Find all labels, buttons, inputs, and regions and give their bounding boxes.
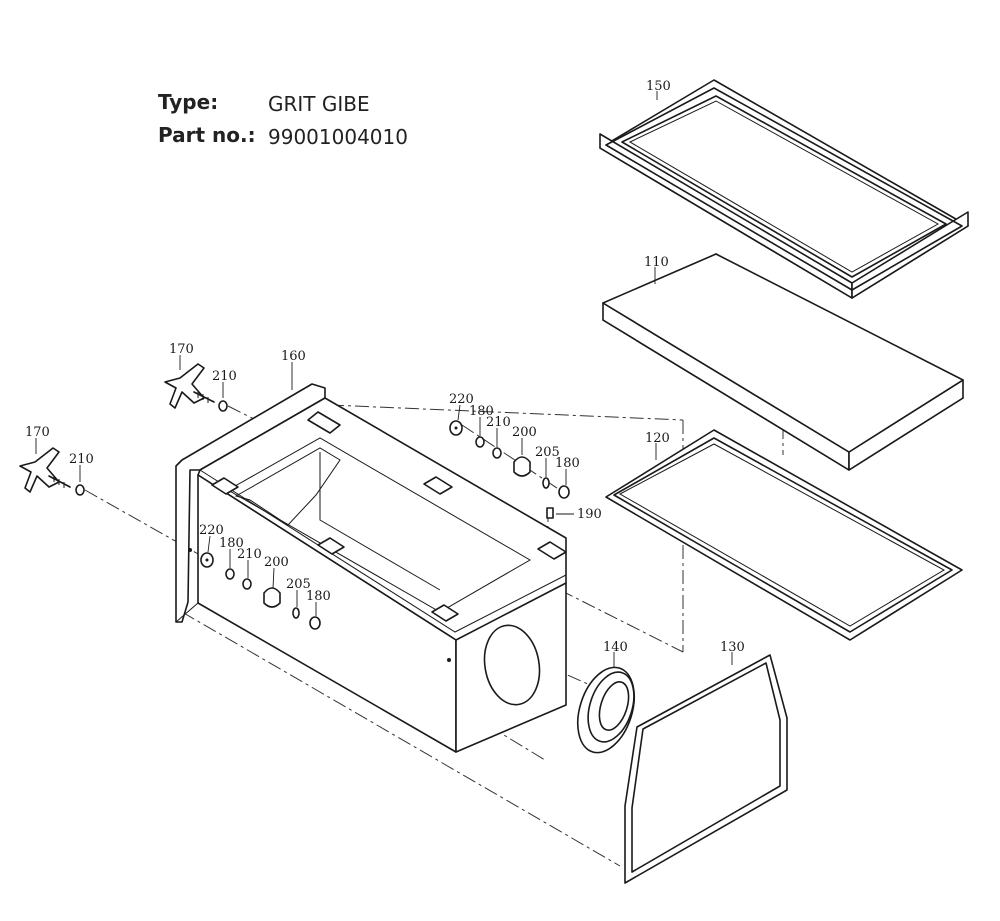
part-140-grommet-ring [576, 666, 636, 754]
callout-210-left: 210 [237, 547, 262, 562]
callout-180-left-a: 180 [219, 536, 244, 551]
part-150-filter-frame [599, 79, 969, 299]
part-110-filter-pad [602, 253, 964, 471]
callout-200-right: 200 [512, 425, 537, 440]
callout-180-left-b: 180 [306, 589, 331, 604]
callout-220-left: 220 [199, 523, 224, 538]
callout-140: 140 [603, 640, 628, 655]
hardware-parts [75, 400, 570, 630]
callout-170-upper: 170 [169, 342, 194, 357]
callout-180-right-a: 180 [469, 404, 494, 419]
part-120-gasket-frame [605, 429, 963, 641]
part-130-seal-gasket [624, 654, 788, 884]
callout-210-lower: 210 [69, 452, 94, 467]
callout-150: 150 [646, 79, 671, 94]
callout-160: 160 [281, 349, 306, 364]
callout-110: 110 [644, 255, 669, 270]
part-number-value: 99001004010 [268, 125, 408, 149]
callout-220-right: 220 [449, 392, 474, 407]
part-number-label: Part no.: [158, 123, 256, 147]
callout-120: 120 [645, 431, 670, 446]
callout-labels: 150 110 120 130 140 160 170 170 210 210 … [25, 79, 745, 655]
callout-205-left: 205 [286, 577, 311, 592]
part-170-star-knob-lower [19, 447, 71, 493]
callout-205-right: 205 [535, 445, 560, 460]
part-160-housing [175, 383, 567, 753]
callout-170-lower: 170 [25, 425, 50, 440]
type-value: GRIT GIBE [268, 92, 370, 116]
part-170-star-knob-upper [164, 363, 215, 409]
callout-210-upper: 210 [212, 369, 237, 384]
type-label: Type: [158, 90, 219, 114]
callout-210-right: 210 [486, 415, 511, 430]
callout-200-left: 200 [264, 555, 289, 570]
callout-leaders [35, 91, 733, 668]
callout-130: 130 [720, 640, 745, 655]
callout-190: 190 [577, 507, 602, 522]
callout-180-right-b: 180 [555, 456, 580, 471]
